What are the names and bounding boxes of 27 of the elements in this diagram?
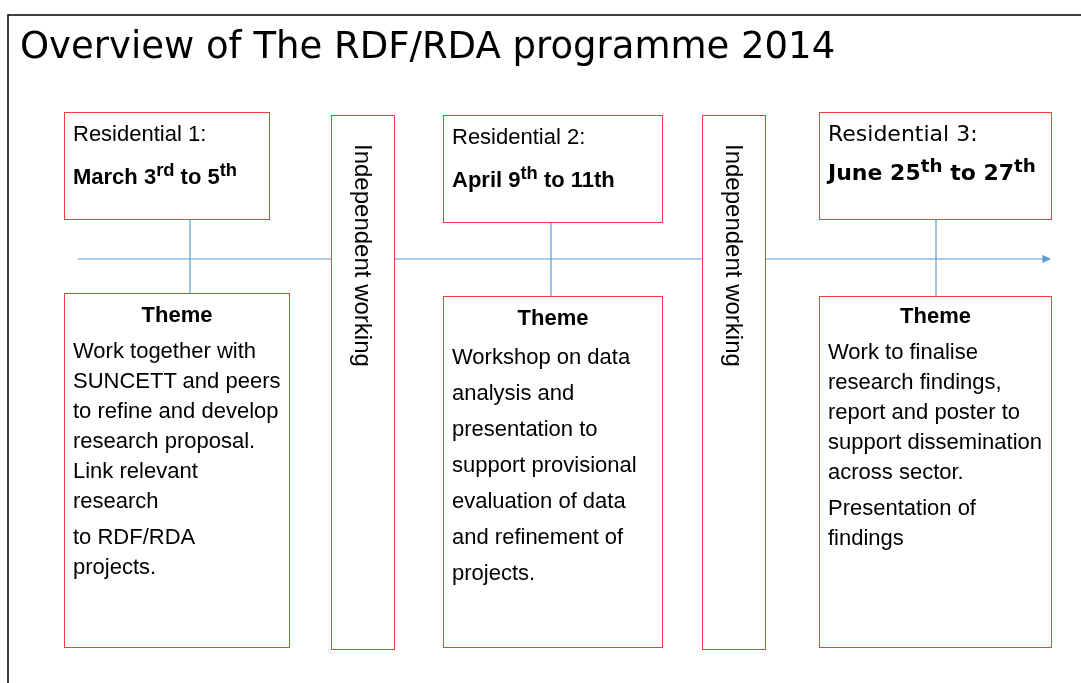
connector-line [935,219,937,297]
residential-label: Residential 2: [452,123,587,151]
date-range: March 3$^{rd}$ to 5$^{th}$ [73,158,239,191]
theme-heading: Theme [140,301,214,329]
theme-box [819,296,1052,648]
slide-title: Overview of The RDF/RDA programme 2014 [20,24,836,67]
connector-line [550,222,552,297]
date-box [443,115,663,223]
theme-description: Work to finalise research findings, report and poster to support dissemination across sector. [828,338,1043,486]
phase-box [702,115,766,650]
theme-box [64,293,290,648]
connector-line [189,219,191,294]
theme-heading: Theme [899,302,972,330]
date-box [819,112,1052,220]
theme-description: Workshop on data analysis and presentation to support provisional evaluation of data and refinement of projects. [452,343,638,587]
theme-box [443,296,663,648]
residential-label: Residential 1: [73,120,208,148]
phase-label: Independent working [720,144,749,367]
date-range: June 25$^{th}$ to 27$^{th}$ [828,154,1037,187]
phase-box [331,115,395,650]
theme-description: Presentation of findings [828,494,977,552]
phase-label: Independent working [349,144,378,367]
date-range: April 9$^{th}$ to 11th [452,161,616,194]
theme-heading: Theme [516,304,590,332]
residential-label: Residential 3: [828,120,979,148]
date-box [64,112,270,220]
theme-description: to RDF/RDA projects. [73,523,196,581]
